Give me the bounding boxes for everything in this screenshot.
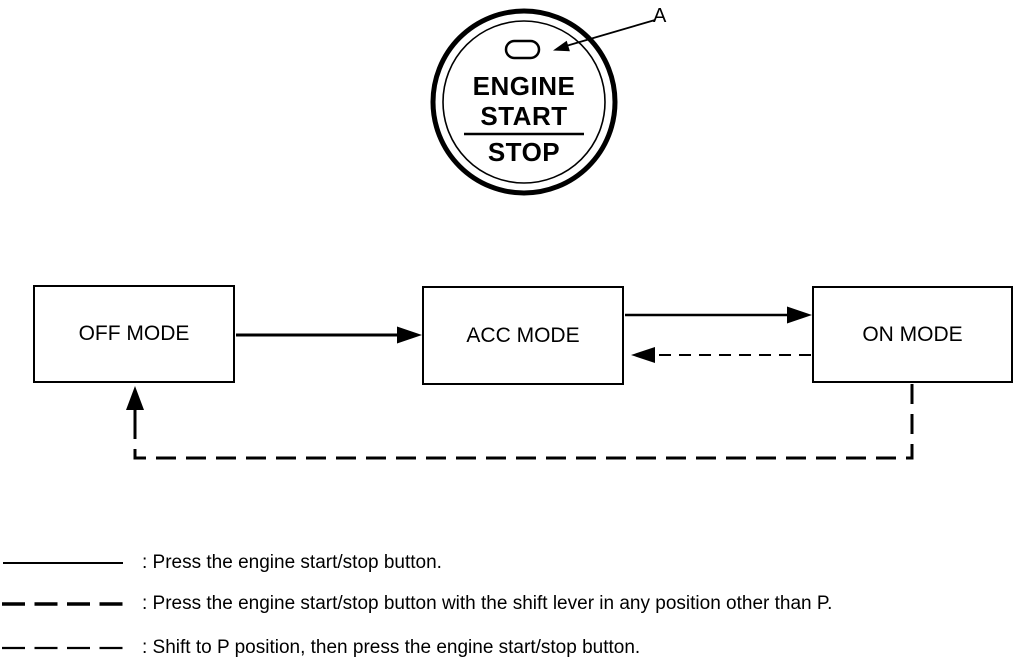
mode-box-off-label: OFF MODE: [78, 322, 190, 345]
callout-a-arrow: [553, 19, 656, 52]
arrow-off-to-acc: [236, 326, 422, 344]
legend-caption-dashed-thick: : Press the engine start/stop button wit…: [142, 593, 833, 614]
legend-caption-solid: : Press the engine start/stop button.: [142, 552, 442, 573]
button-outer-ring: [430, 8, 618, 196]
button-label-start: START: [480, 101, 568, 131]
button-inner-ring: [442, 20, 606, 184]
mode-box-off: OFF MODE: [33, 285, 235, 383]
push-button-graphic: [430, 8, 618, 196]
arrow-on-to-acc: [631, 347, 811, 363]
legend-caption-dashed-thin: : Shift to P position, then press the en…: [142, 637, 641, 658]
mode-box-on: ON MODE: [812, 286, 1013, 383]
mode-box-acc: ACC MODE: [422, 286, 624, 385]
mode-box-on-label: ON MODE: [862, 322, 963, 346]
callout-a-label: A: [653, 5, 667, 27]
button-label-stop: STOP: [487, 137, 561, 167]
indicator-light-icon: [504, 39, 541, 60]
button-label-engine: ENGINE: [472, 71, 576, 101]
arrow-on-to-off: [126, 384, 914, 460]
arrow-acc-to-on: [625, 306, 812, 324]
mode-box-acc-label: ACC MODE: [466, 323, 580, 347]
